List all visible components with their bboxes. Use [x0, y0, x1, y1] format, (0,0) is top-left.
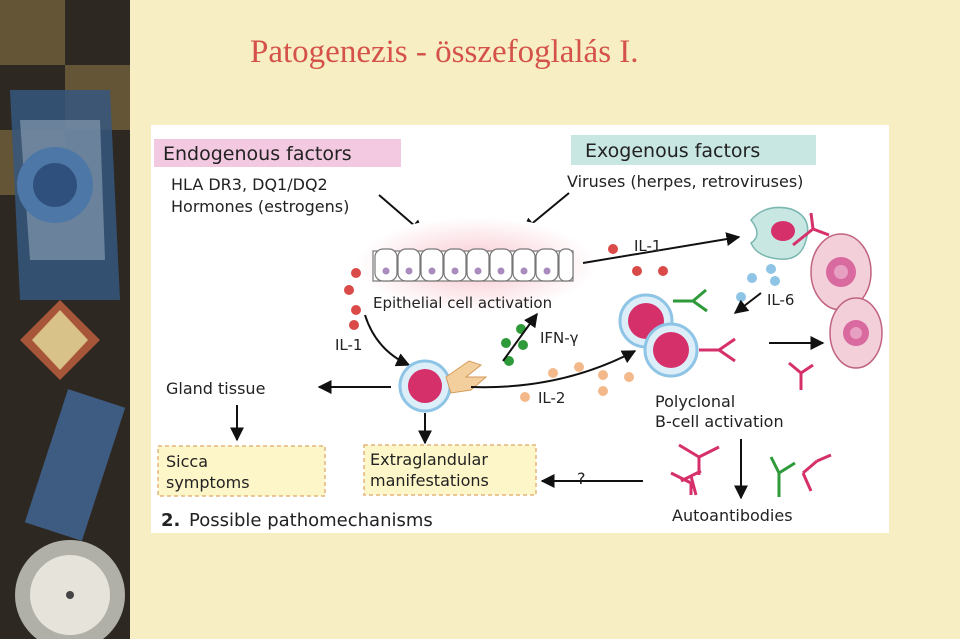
decorative-side-image — [0, 0, 130, 639]
autoantibody-cluster — [670, 443, 832, 497]
exogenous-heading: Exogenous factors — [585, 140, 760, 162]
arrow-to-dendritic — [364, 314, 411, 367]
endogenous-heading-box — [154, 139, 401, 167]
arrow-ifn — [502, 312, 538, 362]
epithelial-cells — [372, 248, 574, 282]
polyclonal-label-1: Polyclonal — [655, 392, 735, 411]
endogenous-heading: Endogenous factors — [163, 143, 352, 165]
il1-left-label: IL-1 — [335, 336, 362, 354]
il2-dots — [520, 362, 634, 402]
il6-label: IL-6 — [767, 291, 794, 309]
extraglandular-line-2: manifestations — [370, 471, 489, 490]
b-cells — [618, 288, 736, 378]
il1-top-label: IL-1 — [634, 237, 661, 255]
endogenous-line-1: HLA DR3, DQ1/DQ2 — [171, 175, 328, 194]
dendritic-cell — [398, 359, 488, 413]
slide-title: Patogenezis - összefoglalás I. — [250, 34, 639, 70]
sicca-line-2: symptoms — [166, 473, 250, 492]
question-label: ? — [577, 469, 586, 488]
il6-dots — [736, 264, 780, 302]
exogenous-line-1: Viruses (herpes, retroviruses) — [567, 172, 803, 191]
polyclonal-label-2: B-cell activation — [655, 412, 784, 431]
il2-label: IL-2 — [538, 389, 565, 407]
sicca-box — [157, 445, 326, 497]
pathomechanism-diagram: Endogenous factors HLA DR3, DQ1/DQ2 Horm… — [151, 125, 889, 533]
il1-dots-top — [608, 244, 668, 276]
macrophage-cell — [750, 206, 809, 260]
medal-collage-image — [0, 0, 130, 639]
extraglandular-box — [363, 444, 537, 496]
arrow-il6 — [733, 292, 762, 314]
diagram-svg: Endogenous factors HLA DR3, DQ1/DQ2 Horm… — [154, 135, 883, 531]
epithelial-activation-label: Epithelial cell activation — [373, 294, 552, 312]
sicca-line-1: Sicca — [166, 452, 208, 471]
caption-number: 2. — [161, 510, 180, 531]
gland-tissue-label: Gland tissue — [166, 379, 265, 398]
autoantibodies-label: Autoantibodies — [672, 506, 793, 525]
ifn-label: IFN-γ — [540, 329, 579, 347]
antibodies-right — [788, 212, 830, 390]
arrow-il2 — [470, 350, 637, 389]
arrow-il1-top — [582, 232, 741, 264]
exogenous-heading-box — [571, 135, 816, 165]
il1-dots-left — [344, 268, 361, 330]
extraglandular-line-1: Extraglandular — [370, 450, 488, 469]
caption-text: Possible pathomechanisms — [189, 510, 433, 531]
plasma-cells — [810, 233, 883, 369]
endogenous-line-2: Hormones (estrogens) — [171, 197, 349, 216]
